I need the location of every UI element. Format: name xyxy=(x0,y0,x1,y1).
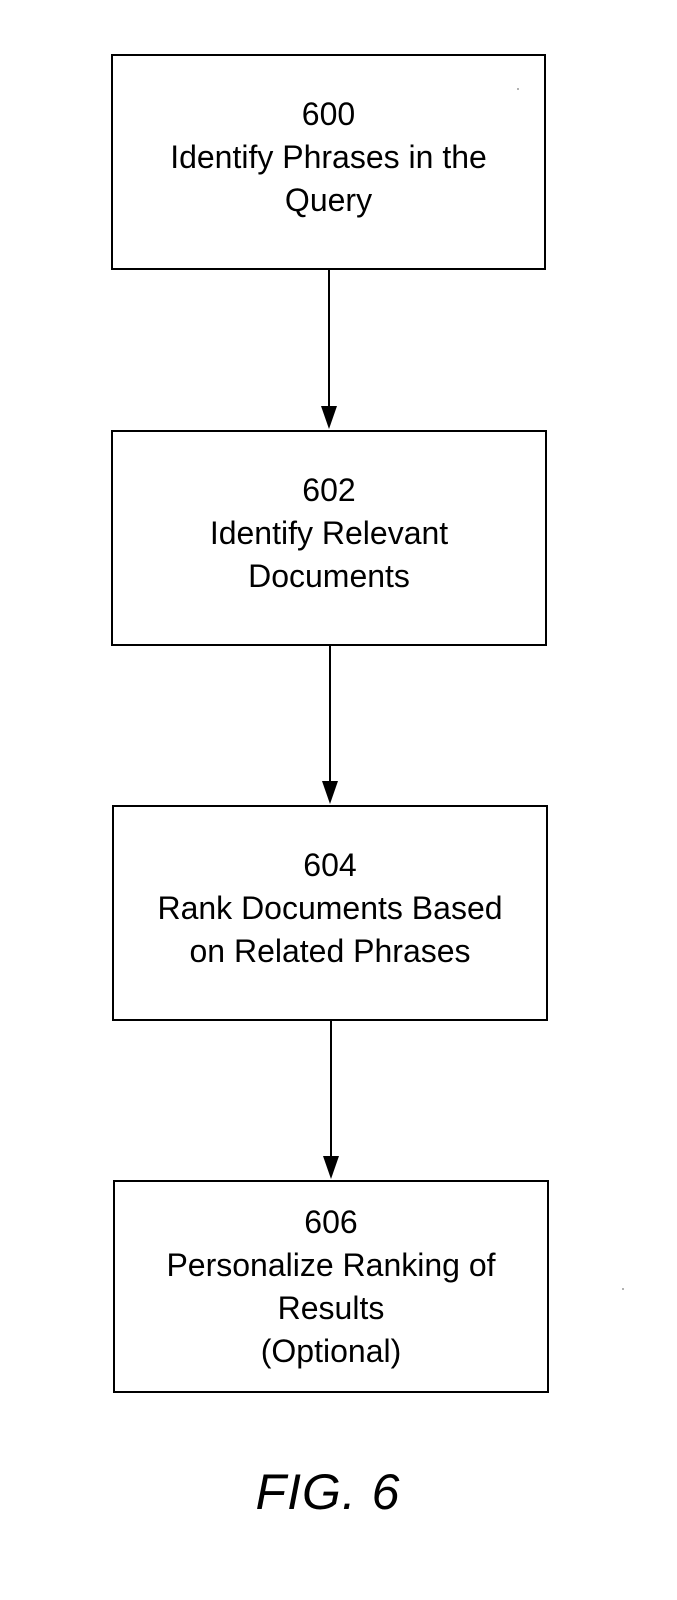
step-box-600: 600 Identify Phrases in the Query xyxy=(111,54,546,270)
step-label-line: Identify Relevant xyxy=(209,514,449,551)
step-box-606: 606 Personalize Ranking of Results (Opti… xyxy=(113,1180,549,1393)
step-number: 606 xyxy=(304,1203,358,1240)
step-label-line: (Optional) xyxy=(260,1332,402,1369)
step-label-line: Personalize Ranking of xyxy=(166,1246,496,1283)
figure-caption: FIG. 6 xyxy=(255,1464,401,1520)
step-label-line: on Related Phrases xyxy=(189,932,471,969)
step-label-line: Results xyxy=(277,1289,385,1326)
step-label-line: Rank Documents Based xyxy=(157,889,503,926)
scan-speck xyxy=(517,88,519,90)
step-number: 604 xyxy=(303,846,357,883)
scan-speck xyxy=(622,1288,624,1290)
step-box-604: 604 Rank Documents Based on Related Phra… xyxy=(112,805,548,1021)
step-box-602: 602 Identify Relevant Documents xyxy=(111,430,547,646)
step-number: 600 xyxy=(301,95,356,132)
arrow-602-to-604 xyxy=(322,646,338,804)
arrow-604-to-606 xyxy=(323,1021,339,1179)
step-label-line: Query xyxy=(284,181,373,218)
step-label-line: Documents xyxy=(248,557,410,594)
step-number: 602 xyxy=(302,471,356,508)
step-label-line: Identify Phrases in the xyxy=(170,138,487,175)
arrow-600-to-602 xyxy=(321,270,337,429)
